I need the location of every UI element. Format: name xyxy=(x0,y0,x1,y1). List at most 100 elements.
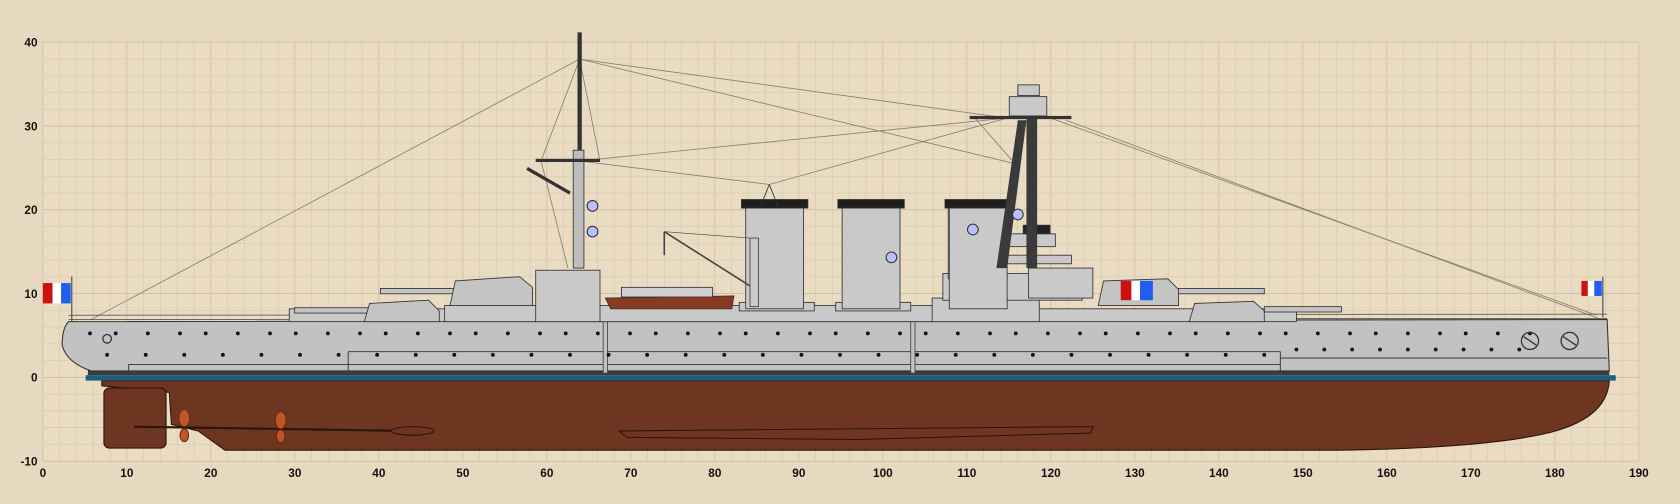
porthole xyxy=(876,352,881,357)
x-tick-label: 150 xyxy=(1293,467,1313,480)
x-tick-label: 130 xyxy=(1125,467,1145,480)
porthole xyxy=(415,331,420,336)
porthole xyxy=(653,331,658,336)
propeller-icon xyxy=(178,408,287,444)
porthole xyxy=(1223,352,1228,357)
porthole xyxy=(1225,331,1230,336)
porthole xyxy=(645,352,650,357)
porthole xyxy=(799,352,804,357)
porthole xyxy=(1438,331,1442,336)
porthole xyxy=(505,331,510,336)
porthole xyxy=(988,331,992,336)
porthole xyxy=(955,331,960,336)
searchlight-icon xyxy=(586,200,599,212)
porthole xyxy=(1185,352,1190,357)
porthole xyxy=(915,352,920,357)
porthole xyxy=(1294,347,1299,352)
ships-boat xyxy=(604,286,735,310)
portholes xyxy=(88,331,1532,357)
porthole xyxy=(808,331,812,336)
waterline xyxy=(85,375,1616,381)
searchlight-icon xyxy=(1011,208,1024,221)
x-tick-label: 20 xyxy=(204,467,218,480)
porthole xyxy=(1405,347,1410,352)
x-tick-label: 40 xyxy=(372,467,386,480)
porthole xyxy=(358,331,362,336)
porthole xyxy=(88,331,92,336)
porthole xyxy=(448,331,452,336)
porthole xyxy=(568,352,572,357)
stern-flag xyxy=(42,276,73,322)
funnels xyxy=(741,184,1012,310)
porthole xyxy=(490,352,495,357)
searchlight-icon xyxy=(885,251,898,264)
hull xyxy=(61,313,1610,374)
porthole xyxy=(413,352,418,357)
x-tick-label: 60 xyxy=(540,467,554,480)
x-tick-label: 120 xyxy=(1041,467,1061,480)
porthole xyxy=(259,352,264,357)
porthole xyxy=(1146,352,1151,357)
turret-tricolour xyxy=(1120,280,1153,301)
x-tick-label: 140 xyxy=(1209,467,1229,480)
porthole xyxy=(1283,331,1288,336)
porthole xyxy=(383,331,388,336)
porthole xyxy=(293,331,298,336)
porthole xyxy=(683,352,688,357)
porthole xyxy=(1350,347,1355,352)
porthole xyxy=(298,352,302,357)
porthole xyxy=(685,331,690,336)
porthole xyxy=(1108,352,1112,357)
porthole xyxy=(718,331,722,336)
porthole xyxy=(1193,331,1198,336)
porthole xyxy=(1262,352,1267,357)
y-tick-label: 40 xyxy=(24,36,38,49)
underwater-hull xyxy=(101,380,1610,451)
x-tick-label: 0 xyxy=(40,467,47,480)
x-tick-label: 190 xyxy=(1629,467,1649,480)
porthole xyxy=(325,331,330,336)
bow-flag xyxy=(1581,276,1604,318)
x-tick-label: 90 xyxy=(792,467,806,480)
porthole xyxy=(452,352,457,357)
porthole xyxy=(529,352,534,357)
porthole xyxy=(1495,331,1500,336)
x-tick-label: 50 xyxy=(456,467,470,480)
x-tick-label: 10 xyxy=(120,467,134,480)
porthole xyxy=(473,331,478,336)
porthole xyxy=(182,352,187,357)
porthole xyxy=(606,352,611,357)
porthole xyxy=(268,331,272,336)
porthole xyxy=(1315,331,1320,336)
porthole xyxy=(722,352,727,357)
porthole xyxy=(375,352,380,357)
gun-barrel xyxy=(1178,288,1265,295)
tripod-foremast xyxy=(885,84,1072,269)
porthole xyxy=(1078,331,1082,336)
main-mast xyxy=(526,32,600,269)
porthole xyxy=(538,331,542,336)
porthole xyxy=(203,331,208,336)
porthole xyxy=(1045,331,1050,336)
porthole xyxy=(1517,347,1522,352)
x-tick-label: 170 xyxy=(1461,467,1481,480)
crane xyxy=(663,230,759,308)
porthole xyxy=(775,331,780,336)
porthole xyxy=(336,352,341,357)
porthole xyxy=(1348,331,1352,336)
porthole xyxy=(1405,331,1410,336)
porthole xyxy=(145,331,150,336)
porthole xyxy=(113,331,118,336)
porthole xyxy=(1489,347,1494,352)
y-tick-label: 0 xyxy=(31,372,38,385)
porthole xyxy=(1322,347,1327,352)
porthole xyxy=(1069,352,1074,357)
porthole xyxy=(178,331,182,336)
x-tick-label: 30 xyxy=(288,467,302,480)
porthole xyxy=(1030,352,1035,357)
porthole xyxy=(1463,331,1468,336)
x-tick-label: 110 xyxy=(957,467,976,480)
porthole xyxy=(1168,331,1172,336)
gun-barrel xyxy=(294,307,371,314)
